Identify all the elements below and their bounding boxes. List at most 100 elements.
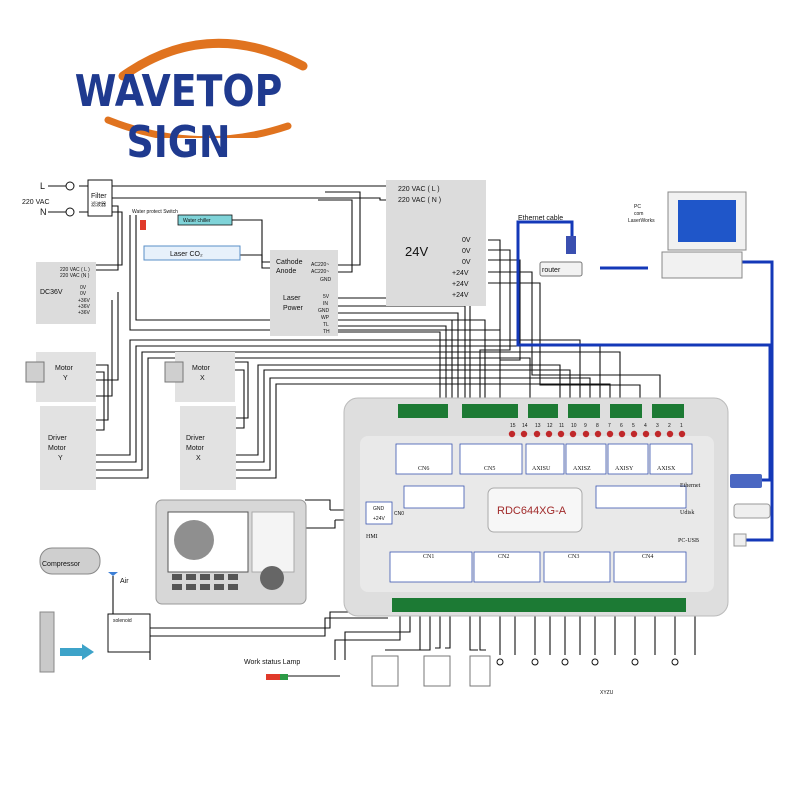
terminal-block-axisy	[610, 404, 642, 418]
work-lamp-green	[280, 674, 288, 680]
hmi-dpad[interactable]	[260, 566, 284, 590]
lp-ctrl-1: IN	[323, 301, 328, 307]
hmi-button[interactable]	[200, 584, 210, 590]
psu-out-1: 0V	[462, 248, 471, 255]
input-switches	[496, 658, 679, 666]
pin-number-11: 11	[559, 423, 564, 429]
pin-number-12: 12	[547, 423, 553, 429]
controller-model-badge	[487, 487, 583, 533]
water-switch-label: Water protect Switch	[132, 209, 178, 215]
hmi-button[interactable]	[186, 574, 196, 580]
hmi-button[interactable]	[200, 574, 210, 580]
pin-number-15: 15	[510, 423, 516, 429]
limit-sensor-3	[469, 655, 491, 687]
terminal-block-cn6	[398, 404, 448, 418]
logo-arc	[104, 38, 308, 138]
psu-ac-n: 220 VAC ( N )	[398, 197, 441, 204]
hmi-connector	[365, 501, 393, 525]
port-axisu: AXISU	[532, 466, 551, 472]
port-box-cn4	[613, 551, 687, 583]
port-axisx: AXISX	[657, 466, 676, 472]
laser-power-ctrl-pins: 5V IN GND WP TL TH	[318, 294, 330, 335]
mains-switch-n[interactable]	[65, 207, 75, 217]
led-13	[533, 430, 541, 438]
hmi-button[interactable]	[214, 584, 224, 590]
led-14	[520, 430, 528, 438]
psu-out-5: +24V	[452, 292, 469, 299]
solenoid-label: solenoid	[113, 618, 132, 624]
usb-drive-icon[interactable]	[733, 503, 771, 519]
motor-y-panel	[36, 352, 96, 402]
laser-power-title-2: Power	[283, 305, 304, 312]
ethernet-cable-label: Ethernet cable	[518, 215, 563, 222]
port-cn1: CN1	[423, 554, 434, 560]
driver-y-line1: Driver	[48, 435, 67, 442]
dc36v-pin-3: 0V	[80, 291, 87, 297]
led-10	[569, 430, 577, 438]
switch-contact	[631, 658, 639, 666]
laser-power-cathode: Cathode	[276, 259, 303, 266]
port-axisy: AXISY	[615, 466, 634, 472]
io-box-right	[595, 485, 687, 509]
bottom-port-labels: CN1 CN2 CN3 CN4	[389, 551, 687, 583]
filter-line1: Filter	[91, 193, 107, 200]
driver-x-line3: X	[196, 455, 201, 462]
air-label: Air	[120, 578, 129, 585]
hmi-button[interactable]	[186, 584, 196, 590]
bottom-terminal-strip	[392, 598, 686, 612]
usb-port-icon[interactable]	[733, 533, 747, 547]
port-cn6: CN6	[418, 466, 429, 472]
pc-usb-label: PC-USB	[678, 538, 699, 544]
router-icon	[539, 261, 583, 277]
ethernet-plug-icon	[566, 236, 576, 254]
air-flow-arrow-icon	[60, 644, 94, 660]
water-chiller	[177, 214, 233, 226]
laser-tube-label: Laser CO₂	[170, 251, 203, 258]
psu-out-2: 0V	[462, 259, 471, 266]
switch-contact	[561, 658, 569, 666]
top-terminals	[398, 404, 684, 418]
pin-number-4: 4	[644, 423, 647, 429]
laser-head-icon	[39, 611, 55, 673]
pin-number-9: 9	[584, 423, 587, 429]
network-cables	[516, 220, 774, 542]
filter-box	[87, 179, 113, 217]
logo-arc-bottom	[104, 116, 292, 138]
water-switch-icon	[140, 220, 146, 230]
logo-arc-top	[118, 38, 308, 81]
port-box-cn3	[543, 551, 611, 583]
dc36v-pin-6: +36V	[78, 310, 90, 316]
hmi-button[interactable]	[228, 584, 238, 590]
pin-number-6: 6	[620, 423, 623, 429]
cn0-label: CN0	[394, 511, 404, 517]
compressor-icon	[39, 547, 101, 575]
ethernet-port-plug[interactable]	[730, 474, 762, 488]
pin-number-1: 1	[680, 423, 683, 429]
compressor-label: Compressor	[42, 561, 81, 568]
psu-out-4: +24V	[452, 281, 469, 288]
hmi-button[interactable]	[172, 584, 182, 590]
mains-switch-l[interactable]	[65, 181, 75, 191]
laser-power-ac-1: AC220~	[311, 269, 329, 275]
motor-y-icon	[25, 361, 45, 383]
pin-number-10: 10	[571, 423, 577, 429]
router-label: router	[542, 267, 561, 274]
driver-x-line1: Driver	[186, 435, 205, 442]
psu-out-3: +24V	[452, 270, 469, 277]
port-box-cn6	[395, 443, 453, 475]
lp-ctrl-3: WP	[321, 315, 330, 321]
led-15	[508, 430, 516, 438]
dc36v-supply	[36, 262, 96, 324]
laser-power-ac-0: AC220~	[311, 262, 329, 268]
led-3	[654, 430, 662, 438]
pin-number-5: 5	[632, 423, 635, 429]
port-box-cn1	[389, 551, 473, 583]
motor-y-label-1: Motor	[55, 365, 74, 372]
motor-x-label-2: X	[200, 375, 205, 382]
driver-x-line2: Motor	[186, 445, 205, 452]
status-leds	[508, 430, 686, 438]
terminal-block-axisu	[528, 404, 558, 418]
hmi-button[interactable]	[214, 574, 224, 580]
hmi-button[interactable]	[172, 574, 182, 580]
hmi-button[interactable]	[228, 574, 238, 580]
